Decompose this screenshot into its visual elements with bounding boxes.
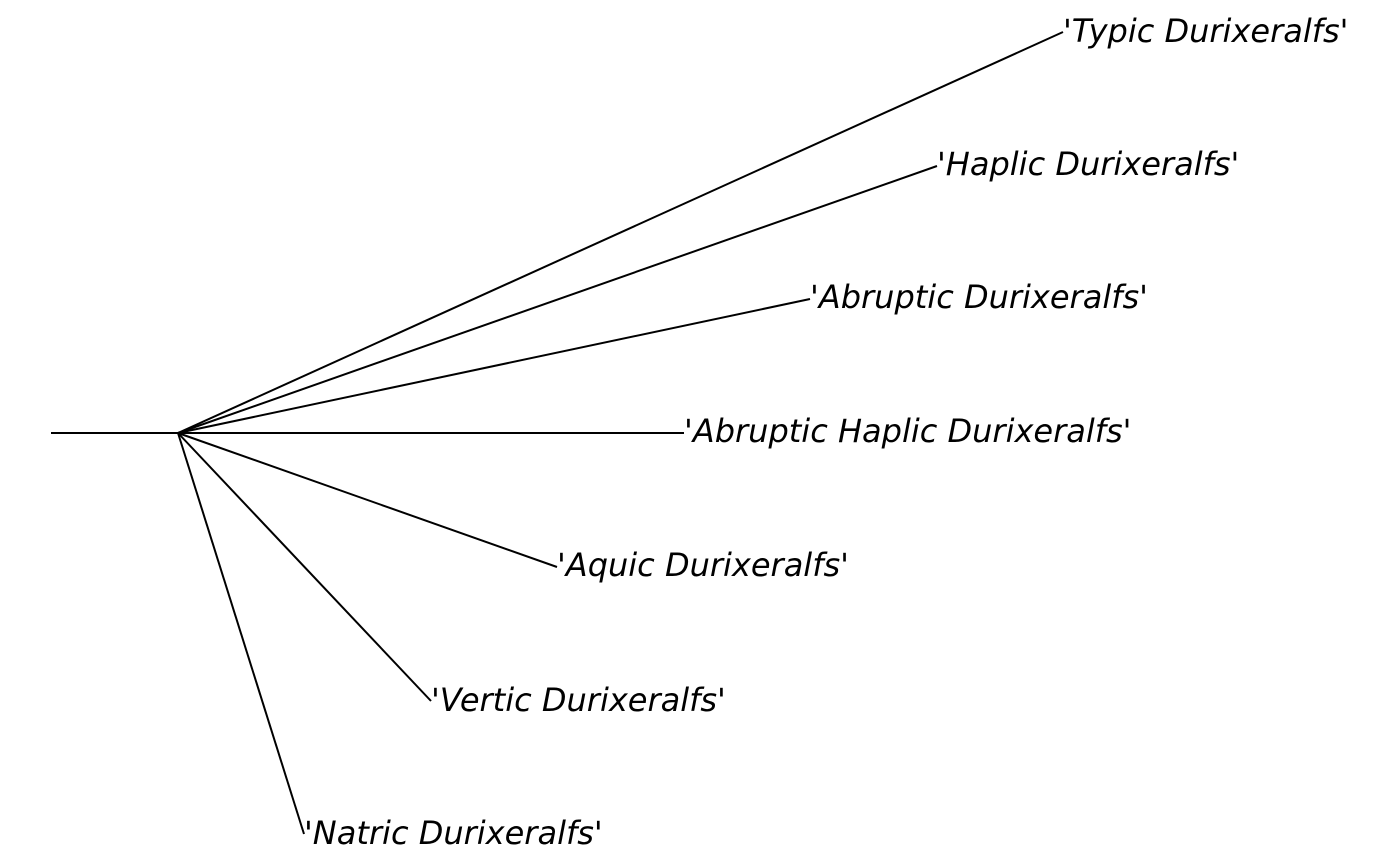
leaf-branch-aquic: 'Aquic Durixeralfs' (177, 432, 849, 584)
leaf-label-vertic-durixeralfs: 'Vertic Durixeralfs' (431, 681, 726, 719)
leaf-label-abruptic-haplic-durixeralfs: 'Abruptic Haplic Durixeralfs' (684, 412, 1131, 450)
leaf-branch-typic: 'Typic Durixeralfs' (177, 12, 1348, 434)
leaf-branch-natric: 'Natric Durixeralfs' (177, 432, 603, 852)
branch-edge (177, 298, 811, 434)
leaf-branch-vertic: 'Vertic Durixeralfs' (177, 432, 726, 719)
leaf-label-haplic-durixeralfs: 'Haplic Durixeralfs' (937, 145, 1239, 183)
leaf-label-abruptic-durixeralfs: 'Abruptic Durixeralfs' (810, 278, 1148, 316)
branch-edge (177, 31, 1064, 434)
branch-edge (177, 432, 558, 568)
leaf-branch-haplic: 'Haplic Durixeralfs' (177, 145, 1239, 434)
leaf-branch-abruptic-haplic: 'Abruptic Haplic Durixeralfs' (178, 412, 1131, 450)
leaf-label-natric-durixeralfs: 'Natric Durixeralfs' (304, 814, 603, 852)
leaf-label-aquic-durixeralfs: 'Aquic Durixeralfs' (557, 546, 849, 584)
branch-edge (177, 165, 938, 434)
leaf-branch-abruptic: 'Abruptic Durixeralfs' (177, 278, 1148, 434)
leaf-label-typic-durixeralfs: 'Typic Durixeralfs' (1063, 12, 1348, 50)
branch-edge (177, 432, 432, 702)
branch-edge (177, 432, 305, 835)
